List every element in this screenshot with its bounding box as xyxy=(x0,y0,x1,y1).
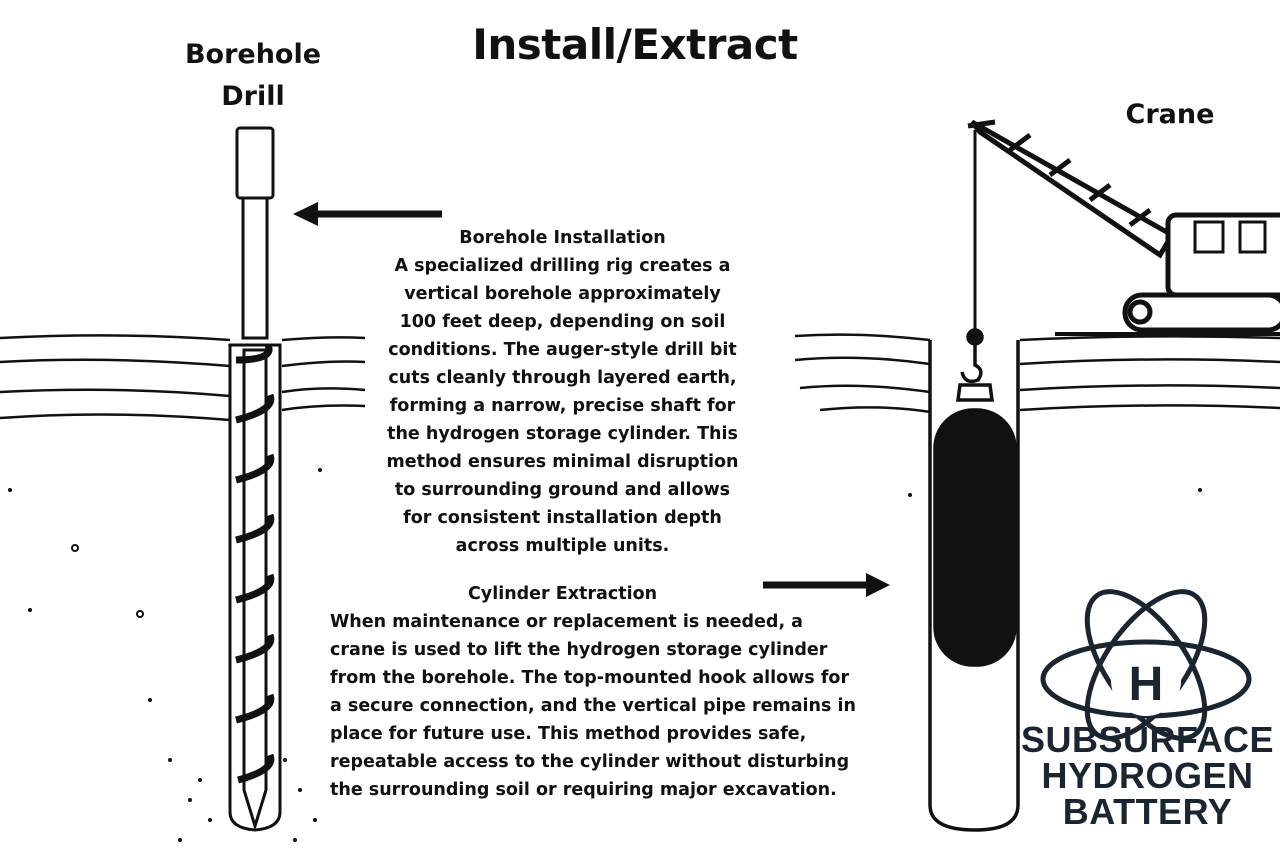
logo-line: HYDROGEN xyxy=(1041,755,1254,796)
text-line: forming a narrow, precise shaft for xyxy=(389,396,736,416)
text-line: vertical borehole approximately xyxy=(404,284,721,304)
text-line: the surrounding soil or requiring major … xyxy=(330,780,837,800)
text-line: a secure connection, and the vertical pi… xyxy=(330,696,856,716)
text-line: cuts cleanly through layered earth, xyxy=(388,368,737,388)
arrow-right-icon xyxy=(763,573,890,597)
text-line: place for future use. This method provid… xyxy=(330,724,807,744)
logo-symbol: H xyxy=(1129,658,1164,711)
page-title: Install/Extract xyxy=(472,20,798,69)
text-line: 100 feet deep, depending on soil xyxy=(399,312,726,332)
drill-label-line: Borehole xyxy=(184,39,322,70)
ground-layers-right xyxy=(794,333,1280,414)
crane xyxy=(967,119,1280,336)
text-line: crane is used to lift the hydrogen stora… xyxy=(330,640,828,660)
ground-layers-left xyxy=(0,334,366,422)
logo-line: BATTERY xyxy=(1062,791,1233,832)
drill-label-line: Drill xyxy=(221,81,285,112)
extraction-text: Cylinder Extraction When maintenance or … xyxy=(330,580,856,804)
text-line: When maintenance or replacement is neede… xyxy=(330,612,803,632)
installation-text: Borehole Installation A specialized dril… xyxy=(330,224,795,560)
text-line: from the borehole. The top-mounted hook … xyxy=(330,668,850,688)
text-line: to surrounding ground and allows xyxy=(394,480,731,500)
text-line: repeatable access to the cylinder withou… xyxy=(330,752,850,772)
crane-label: Crane xyxy=(1125,99,1215,130)
extraction-pipe xyxy=(928,130,1020,832)
extraction-heading: Cylinder Extraction xyxy=(467,584,658,604)
logo-line: SUBSURFACE xyxy=(1020,719,1275,760)
text-line: A specialized drilling rig creates a xyxy=(394,256,731,276)
borehole-drill xyxy=(228,126,282,832)
soil-specks xyxy=(8,468,1202,842)
text-line: the hydrogen storage cylinder. This xyxy=(387,424,738,444)
logo-text: SUBSURFACE HYDROGEN BATTERY xyxy=(1020,722,1275,830)
text-line: for consistent installation depth xyxy=(403,508,722,528)
installation-heading: Borehole Installation xyxy=(459,228,666,248)
hydrogen-atom-logo: H xyxy=(1040,589,1252,741)
arrow-left-icon xyxy=(293,202,442,226)
text-line: method ensures minimal disruption xyxy=(386,452,739,472)
drill-label: Borehole Drill xyxy=(153,34,353,118)
text-line: conditions. The auger-style drill bit xyxy=(388,340,737,360)
text-line: across multiple units. xyxy=(455,536,670,556)
